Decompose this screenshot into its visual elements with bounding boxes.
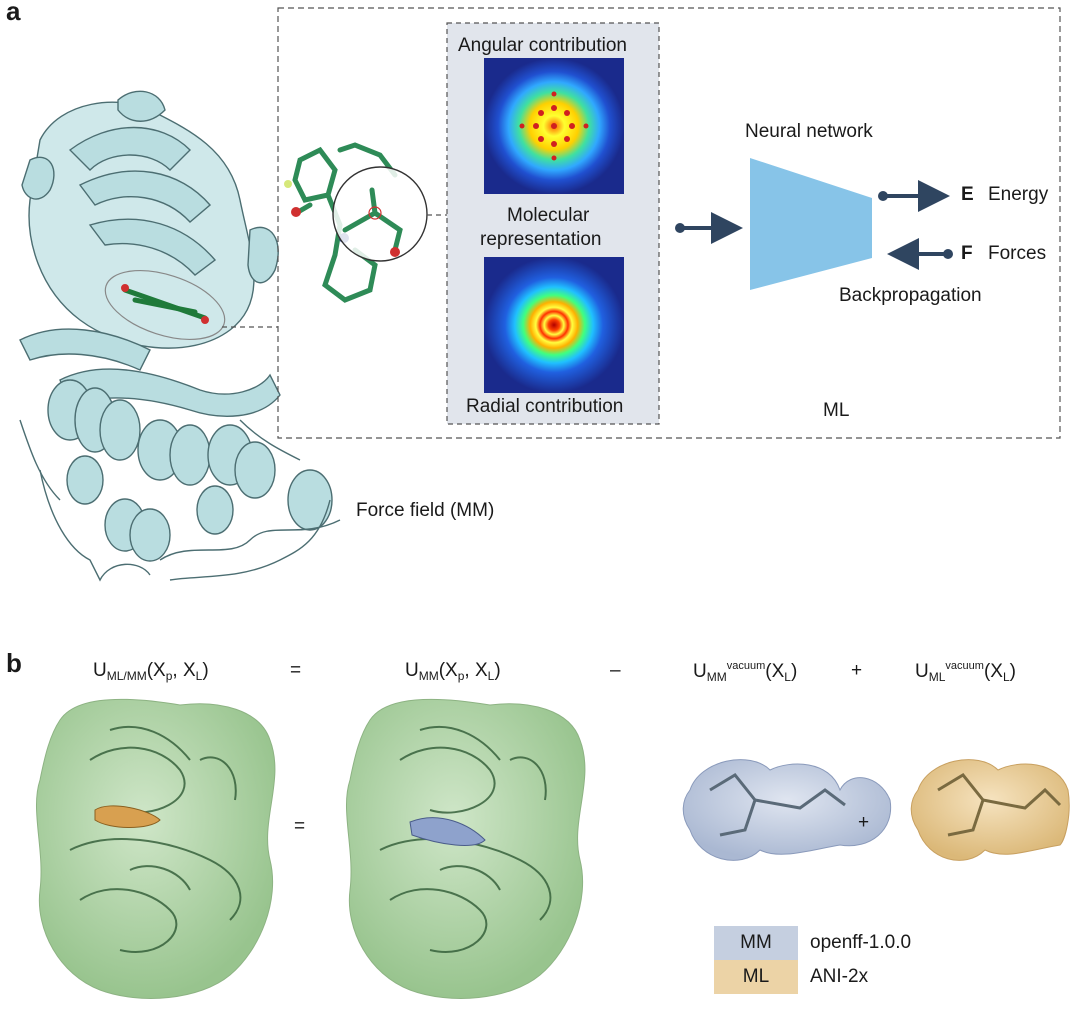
forces-letter: F bbox=[961, 243, 973, 264]
term-u-mm-vacuum: UMMvacuum(XL) bbox=[693, 660, 798, 684]
panel-a-label: a bbox=[6, 0, 21, 26]
force-field-label: Force field (MM) bbox=[356, 500, 495, 521]
ligand-mm-vacuum bbox=[682, 759, 892, 861]
image-equals-sign: = bbox=[294, 816, 306, 837]
angular-contribution-label: Angular contribution bbox=[458, 35, 627, 56]
image-plus-sign: + bbox=[858, 812, 870, 833]
plus-sign: + bbox=[851, 660, 863, 681]
backpropagation-label: Backpropagation bbox=[839, 285, 982, 306]
radial-image bbox=[484, 257, 624, 393]
radial-contribution-label: Radial contribution bbox=[466, 396, 624, 417]
protein-surface-mm bbox=[345, 698, 586, 999]
molecular-label-line2: representation bbox=[480, 229, 602, 250]
angular-pattern bbox=[519, 91, 589, 161]
term-u-ml-vacuum: UMLvacuum(XL) bbox=[915, 660, 1016, 684]
protein-surface-ml-mm bbox=[35, 698, 276, 999]
legend-mm-value: openff-1.0.0 bbox=[810, 932, 912, 953]
protein-ribbon-a bbox=[19, 90, 341, 582]
ml-label: ML bbox=[823, 400, 850, 421]
legend-ml-swatch: ML bbox=[714, 960, 798, 994]
minus-sign: – bbox=[610, 660, 621, 681]
ml-box bbox=[277, 7, 1061, 439]
term-u-mm: UMM(Xp, XL) bbox=[405, 660, 501, 683]
forces-label: Forces bbox=[988, 243, 1047, 264]
ligand-highlight bbox=[104, 270, 226, 340]
legend-mm-swatch: MM bbox=[714, 926, 798, 960]
legend-ml-value: ANI-2x bbox=[810, 966, 869, 987]
panel-b-label: b bbox=[6, 648, 22, 678]
energy-label: Energy bbox=[988, 184, 1049, 205]
energy-letter: E bbox=[961, 184, 974, 205]
neural-network-label: Neural network bbox=[745, 121, 873, 142]
molecular-label-line1: Molecular bbox=[507, 205, 590, 226]
ligand-ml-vacuum bbox=[910, 759, 1070, 861]
term-u-ml-mm: UML/MM(Xp, XL) bbox=[93, 660, 209, 683]
ligand-small bbox=[122, 287, 208, 321]
neural-network-shape bbox=[750, 158, 872, 290]
equals-sign: = bbox=[290, 660, 302, 681]
